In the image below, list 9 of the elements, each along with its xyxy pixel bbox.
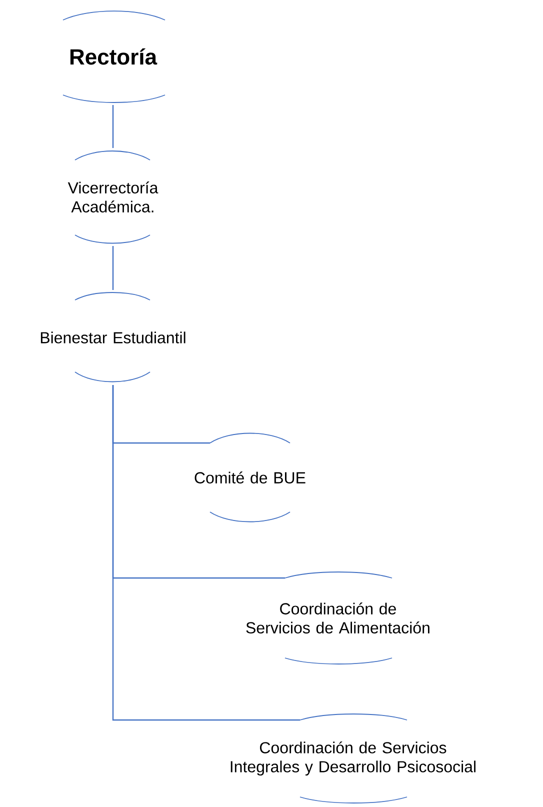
connector-line [112, 105, 114, 148]
arc-node: Coordinación de Servicios de Alimentación [246, 572, 430, 664]
arc-node: Coordinación de Servicios Integrales y Desarrollo Psicosocial [230, 714, 476, 804]
connector-line [112, 246, 114, 290]
connector-line [112, 385, 300, 721]
arc-node: Comité de BUE [194, 432, 306, 522]
arc-node: Rectoría [62, 10, 166, 103]
arc-node: Bienestar Estudiantil [40, 292, 186, 382]
arc-node: Vicerrectoría Académica. [68, 150, 158, 244]
